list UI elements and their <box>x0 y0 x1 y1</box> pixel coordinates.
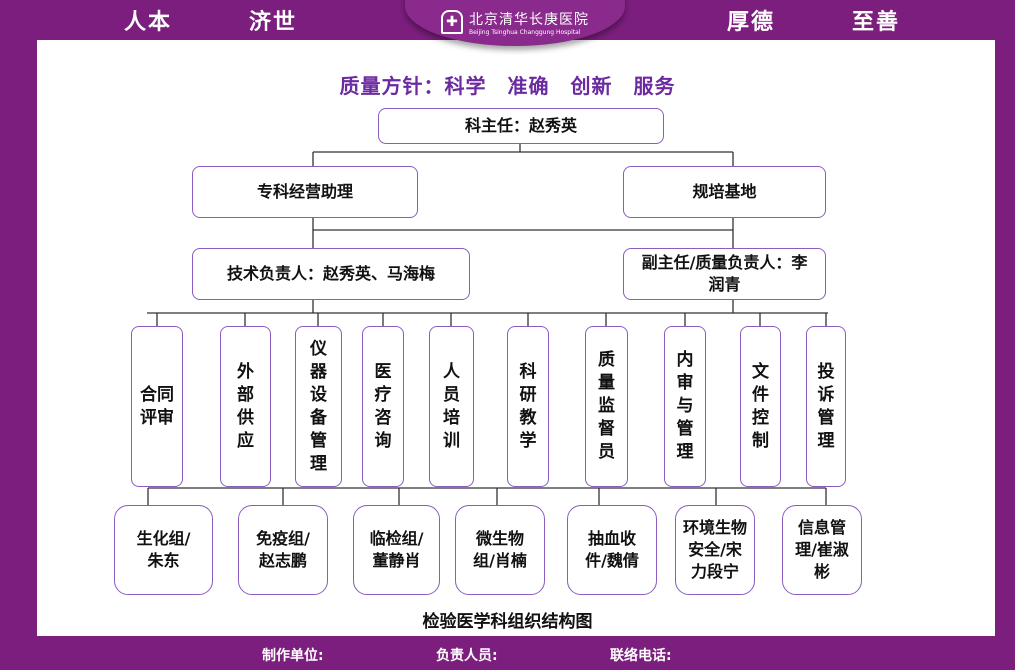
function-box: 内审与管理 <box>664 326 706 487</box>
group-box: 生化组/朱东 <box>114 505 213 595</box>
footer-owner: 负责人员: <box>436 648 498 664</box>
slogan: 人本 <box>124 10 173 35</box>
group-box: 微生物组/肖楠 <box>455 505 545 595</box>
function-box: 投诉管理 <box>806 326 846 487</box>
group-box: 临检组/董静肖 <box>353 505 440 595</box>
logo-en: Beijing Tsinghua Changgung Hospital <box>469 28 581 36</box>
training-base-box: 规培基地 <box>623 166 826 218</box>
footer-phone: 联络电话: <box>610 648 672 664</box>
hospital-cross-icon: ✚ <box>441 10 463 34</box>
footer-maker: 制作单位: <box>262 648 324 664</box>
slogan: 至善 <box>852 10 901 35</box>
business-assistant-box: 专科经营助理 <box>192 166 418 218</box>
group-box: 信息管理/崔淑彬 <box>782 505 862 595</box>
logo-cn: 北京清华长庚医院 <box>469 11 589 28</box>
function-box: 仪器设备管理 <box>295 326 342 487</box>
quality-policy: 质量方针：科学 准确 创新 服务 <box>339 74 676 98</box>
group-box: 环境生物安全/宋力段宁 <box>675 505 755 595</box>
slogan: 厚德 <box>727 10 776 35</box>
deputy-director-box: 副主任/质量负责人：李润青 <box>623 248 826 300</box>
director-box: 科主任：赵秀英 <box>378 108 664 144</box>
chart-title: 检验医学科组织结构图 <box>422 612 593 632</box>
function-box: 科研教学 <box>507 326 549 487</box>
function-box: 合同评审 <box>131 326 183 487</box>
technical-lead-box: 技术负责人：赵秀英、马海梅 <box>192 248 470 300</box>
function-box: 质量监督员 <box>585 326 628 487</box>
function-box: 外部供应 <box>220 326 271 487</box>
group-box: 免疫组/赵志鹏 <box>238 505 328 595</box>
function-box: 文件控制 <box>740 326 781 487</box>
group-box: 抽血收件/魏倩 <box>567 505 657 595</box>
function-box: 医疗咨询 <box>362 326 404 487</box>
function-box: 人员培训 <box>429 326 474 487</box>
slogan: 济世 <box>249 10 298 35</box>
